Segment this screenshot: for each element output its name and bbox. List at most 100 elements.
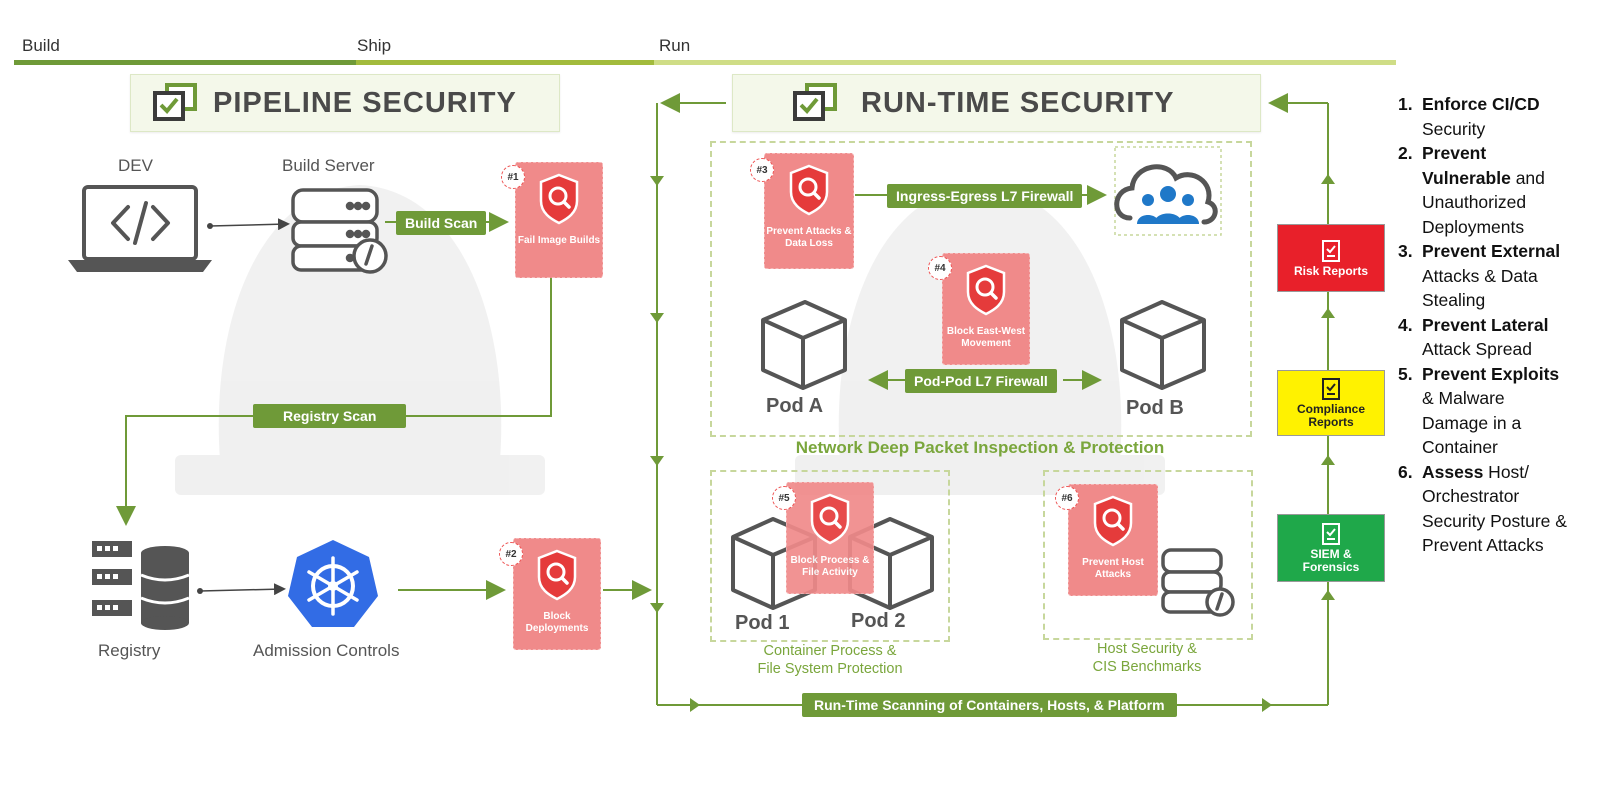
- card-caption: Prevent Attacks & Data Loss: [766, 226, 852, 249]
- list-text: Prevent Lateral Attack Spread: [1422, 313, 1572, 362]
- list-rest: Attack Spread: [1422, 339, 1532, 359]
- list-bold: Prevent Exploits: [1422, 363, 1560, 384]
- shield-search-icon: [537, 549, 577, 601]
- card-caption: Fail Image Builds: [517, 235, 601, 246]
- siem-forensics-box: SIEM & Forensics: [1277, 514, 1385, 582]
- pipeline-title: PIPELINE SECURITY: [213, 86, 517, 119]
- cloud-users-icon: [1114, 146, 1222, 236]
- list-rest: and Unauthorized Deployments: [1422, 167, 1545, 237]
- step-badge: #1: [501, 165, 525, 189]
- card-caption: Block Deployments: [525, 611, 589, 634]
- report-icon: [1322, 523, 1340, 545]
- goals-list: 1. Enforce CI/CD Security 2. Prevent Vul…: [1398, 92, 1598, 558]
- shield-search-icon: [966, 264, 1006, 316]
- phase-run: Run: [659, 36, 691, 55]
- pod-b-cube-icon: [1120, 300, 1206, 390]
- list-text: Enforce CI/CD Security: [1422, 92, 1572, 141]
- card-block-deployments: Block Deployments: [513, 538, 601, 650]
- shield-search-icon: [1093, 495, 1133, 547]
- card-block-process: Block Process & File Activity: [786, 482, 874, 594]
- list-bold: Assess: [1422, 461, 1484, 482]
- registry-scan-label: Registry Scan: [253, 404, 407, 428]
- hacker-silhouette-left: [175, 185, 545, 495]
- list-item: 1. Enforce CI/CD Security: [1398, 92, 1598, 141]
- runtime-title-box: RUN-TIME SECURITY: [732, 74, 1261, 132]
- container-caption: Container Process & File System Protecti…: [710, 642, 950, 678]
- card-prevent-host-attacks: Prevent Host Attacks: [1068, 484, 1158, 596]
- list-bold: Prevent External: [1422, 241, 1561, 261]
- dev-label: DEV: [118, 156, 153, 175]
- list-rest: Attacks & Data Stealing: [1422, 265, 1538, 311]
- list-rest: Host/ Orchestrator Security Posture & Pr…: [1422, 461, 1567, 556]
- host-caption-line-2: CIS Benchmarks: [1092, 659, 1202, 675]
- list-bold: Prevent Vulnerable: [1422, 143, 1511, 188]
- build-scan-label: Build Scan: [396, 211, 487, 235]
- phase-ship: Ship: [357, 36, 392, 55]
- admission-controls-label: Admission Controls: [253, 641, 400, 660]
- phase-bar-build: [14, 60, 356, 65]
- list-bold: Enforce CI/CD: [1422, 94, 1540, 114]
- phase-build: Build: [22, 36, 60, 55]
- window-icon: [153, 83, 197, 121]
- pod-b-label: Pod B: [1126, 397, 1184, 419]
- list-item: 6. Assess Host/ Orchestrator Security Po…: [1398, 460, 1598, 558]
- network-protection-box: [710, 141, 1252, 437]
- step-badge: #3: [750, 158, 774, 182]
- list-text: Prevent Exploits & Malware Damage in a C…: [1422, 362, 1572, 460]
- shield-search-icon: [789, 164, 829, 216]
- list-bold: Prevent Lateral: [1422, 314, 1549, 335]
- list-number: 6.: [1398, 461, 1413, 482]
- laptop-icon: [68, 185, 212, 272]
- step-badge: #4: [928, 256, 952, 280]
- list-item: 3. Prevent External Attacks & Data Steal…: [1398, 239, 1598, 313]
- list-number: 1.: [1398, 94, 1413, 114]
- host-security-box: [1043, 470, 1253, 640]
- registry-label: Registry: [98, 641, 161, 660]
- shield-search-icon: [539, 173, 579, 225]
- list-number: 4.: [1398, 314, 1413, 335]
- container-protection-box: [710, 470, 950, 642]
- host-caption: Host Security & CIS Benchmarks: [1043, 640, 1251, 676]
- compliance-reports-label: Compliance Reports: [1296, 402, 1365, 429]
- step-badge: #2: [499, 542, 523, 566]
- ingress-egress-label: Ingress-Egress L7 Firewall: [887, 184, 1083, 208]
- host-caption-line-1: Host Security &: [1097, 641, 1197, 657]
- pod-1-label: Pod 1: [735, 612, 790, 634]
- list-rest: Security: [1422, 118, 1486, 139]
- card-prevent-attacks: Prevent Attacks & Data Loss: [764, 153, 854, 269]
- build-server-label: Build Server: [282, 156, 375, 175]
- compliance-reports-box: Compliance Reports: [1277, 370, 1385, 436]
- phase-bar-ship: [356, 60, 654, 65]
- list-number: 5.: [1398, 363, 1413, 384]
- list-number: 3.: [1398, 241, 1413, 261]
- pod-a-cube-icon: [761, 300, 847, 390]
- pipeline-title-box: PIPELINE SECURITY: [130, 74, 560, 132]
- runtime-scanning-label: Run-Time Scanning of Containers, Hosts, …: [802, 693, 1177, 717]
- card-caption: Prevent Host Attacks: [1082, 557, 1144, 580]
- registry-icon: [92, 541, 190, 630]
- list-item: 5. Prevent Exploits & Malware Damage in …: [1398, 362, 1598, 460]
- network-caption: Network Deep Packet Inspection & Protect…: [795, 438, 1165, 457]
- report-icon: [1322, 239, 1340, 262]
- report-icon: [1322, 378, 1340, 400]
- risk-reports-box: Risk Reports: [1277, 224, 1385, 292]
- list-text: Assess Host/ Orchestrator Security Postu…: [1422, 460, 1572, 558]
- step-badge: #5: [772, 486, 796, 510]
- list-text: Prevent Vulnerable and Unauthorized Depl…: [1422, 141, 1572, 239]
- card-fail-image-builds: Fail Image Builds: [515, 162, 603, 278]
- dev-to-build-arrow: [209, 218, 290, 231]
- card-block-east-west: Block East-West Movement: [942, 253, 1030, 365]
- list-item: 2. Prevent Vulnerable and Unauthorized D…: [1398, 141, 1598, 239]
- window-icon: [793, 83, 837, 121]
- kubernetes-icon: [288, 540, 378, 627]
- database-icon: [291, 188, 388, 274]
- card-caption: Block East-West Movement: [946, 326, 1026, 349]
- risk-reports-label: Risk Reports: [1293, 263, 1369, 278]
- phase-bar-run: [654, 60, 1396, 65]
- host-database-icon: [1161, 548, 1235, 617]
- list-number: 2.: [1398, 143, 1413, 163]
- container-caption-line-1: Container Process &: [763, 643, 897, 659]
- step-badge: #6: [1055, 486, 1079, 510]
- siem-forensics-label: SIEM & Forensics: [1302, 547, 1360, 574]
- pod-pod-firewall-label: Pod-Pod L7 Firewall: [905, 369, 1057, 393]
